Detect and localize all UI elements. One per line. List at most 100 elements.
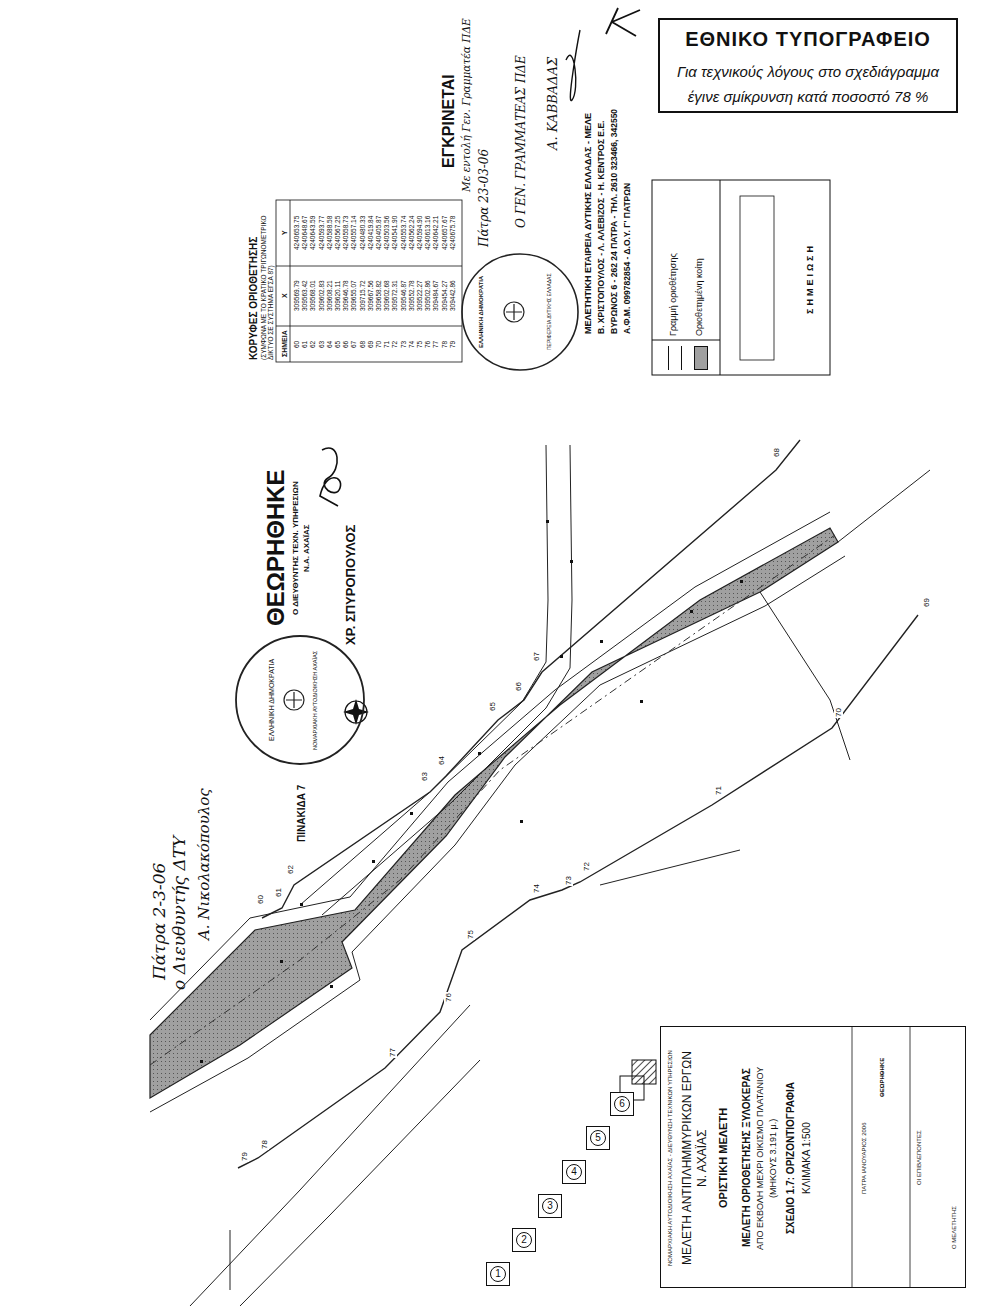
table-cell: 64 <box>326 340 333 347</box>
point-number: 71 <box>714 785 723 796</box>
review-stamp-text: ΝΟΜΑΡΧΙΑΚΗ ΑΥΤΟΔΙΟΙΚΗΣΗ ΑΧΑΪΑΣ <box>312 650 318 749</box>
table-cell: 4240675.78 <box>449 216 456 250</box>
title-block-text: ΜΕΛΕΤΗ ΟΡΙΟΘΕΤΗΣΗΣ ΞΥΛΟΚΕΡΑΣ <box>741 1069 753 1248</box>
point-number: 74 <box>532 883 541 894</box>
table-cell: 78 <box>441 340 448 347</box>
company-header: Β. ΧΡΙΣΤΟΠΟΥΛΟΣ - Λ. ΑΛΕΒΙΖΟΣ - Η. ΚΕΝΤΡ… <box>597 121 607 334</box>
review-stamp-text: ΧΡ. ΣΠΥΡΟΠΟΥΛΟΣ <box>344 525 359 645</box>
notice-text: έγινε σμίκρυνση κατά ποσοστό 78 % <box>672 88 944 105</box>
road-edge <box>322 445 572 915</box>
point-number: 63 <box>420 771 429 782</box>
table-cell: 61 <box>301 340 308 347</box>
point-number: 79 <box>240 1151 249 1162</box>
legend-swatch <box>694 346 708 370</box>
table-cell: 4240553.74 <box>400 216 407 250</box>
title-block-text: Ο ΜΕΛΕΤΗΤΗΣ <box>951 1205 958 1248</box>
table-cell: 309522.27 <box>416 281 423 312</box>
title-block-text: ΑΠΟ ΕΚΒΟΛΗ ΜΕΧΡΙ ΟΙΚΙΣΜΟ ΠΛΑΤΑΝΙΟΥ <box>755 1066 765 1249</box>
point-number: 72 <box>582 861 591 872</box>
point-number: 60 <box>256 894 265 905</box>
title-block-text: ΣΧΕΔΙΟ 1.7: ΟΡΙΖΟΝΤΙΟΓΡΑΦΙΑ <box>785 1082 797 1234</box>
table-cell: 65 <box>334 340 341 347</box>
table-cell: 309620.11 <box>334 281 341 311</box>
point-number: 76 <box>444 992 453 1003</box>
legend-text: Οριοθετημένη κοίτη <box>694 258 704 336</box>
table-cell: 68 <box>359 340 366 347</box>
approval-stamp-text: ΕΓΚΡΙΝΕΤΑΙ <box>440 74 458 168</box>
table-cell: 309667.56 <box>367 281 374 312</box>
key-plan-sheet: 2 <box>512 1228 536 1252</box>
table-cell: 63 <box>318 340 325 347</box>
handwritten-note: Πάτρα 2-3-06 <box>150 863 170 980</box>
review-stamp-text: ΘΕΩΡΗΘΗΚΕ <box>262 470 290 627</box>
table-cell: 4240558.73 <box>342 216 349 250</box>
table-cell: 62 <box>309 340 316 347</box>
legend-line-sample <box>668 346 682 370</box>
table-cell: 73 <box>400 340 407 347</box>
title-block-text: ΟΡΙΣΤΙΚΗ ΜΕΛΕΤΗ <box>717 1108 730 1208</box>
handwritten-note: Α. Νικολακόπουλος <box>196 788 213 940</box>
key-plan-sheet: 5 <box>586 1126 610 1150</box>
review-seal <box>236 636 364 764</box>
key-plan-sheet: 6 <box>610 1092 634 1116</box>
table-cell: 309602.83 <box>318 281 325 312</box>
table-cell: 67 <box>350 340 357 347</box>
table-cell: 309646.78 <box>342 281 349 312</box>
title-block-text: ΚΛΙΜΑΚΑ 1:500 <box>801 1122 813 1194</box>
review-stamp-text: ΠΙΝΑΚΙΔΑ 7 <box>296 785 308 842</box>
survey-line <box>240 1060 480 1306</box>
table-cell: 76 <box>424 340 431 347</box>
survey-line <box>838 470 930 542</box>
table-cell: 71 <box>383 340 390 347</box>
title-block-text: ΟΙ ΕΠΙΒΛΕΠΟΝΤΕΣ <box>916 1131 923 1186</box>
notice-text: Για τεχνικούς λόγους στο σχεδιάγραμμα <box>672 63 944 80</box>
sheet-number: 5 <box>590 1130 606 1146</box>
table-cell: 309608.21 <box>326 281 333 312</box>
company-header: ΒΥΡΩΝΟΣ 6 - 262 24 ΠΑΤΡΑ - ΤΗΛ. 2610 323… <box>610 109 620 334</box>
table-cell: 309568.01 <box>309 281 316 312</box>
bank-line <box>150 512 830 1020</box>
table-cell: 309546.87 <box>400 281 407 312</box>
table-cell: 309502.86 <box>424 281 431 312</box>
table-cell: 4240405.87 <box>375 216 382 250</box>
table-cell: 4240503.56 <box>383 216 390 250</box>
north-arrow <box>343 699 369 725</box>
table-cell: 72 <box>391 340 398 347</box>
table-cell: 4240594.90 <box>416 216 423 250</box>
table-cell: 309569.79 <box>293 281 300 312</box>
table-cell: 4240567.25 <box>334 216 341 250</box>
title-block-text: ΝΟΜΑΡΧΙΑΚΗ ΑΥΤΟΔΙΟΙΚΗΣΗ ΑΧΑΪΑΣ - ΔΙΕΥΘΥΝ… <box>667 1050 674 1266</box>
point-number: 73 <box>564 875 573 886</box>
sheet-number: 6 <box>614 1096 630 1112</box>
table-cell: 309572.31 <box>391 281 398 312</box>
company-header: ΜΕΛΕΤΗΤΙΚΗ ΕΤΑΙΡΕΙΑ ΔΥΤΙΚΗΣ ΕΛΛΑΔΑΣ - ΜΕ… <box>583 113 593 334</box>
table-cell: 309655.07 <box>350 281 357 312</box>
table-cell: 4240642.21 <box>432 216 439 250</box>
sheet-number: 4 <box>566 1164 582 1180</box>
sheet-number: 1 <box>490 1266 506 1282</box>
signature <box>606 8 640 36</box>
signature <box>320 448 341 506</box>
legend-text: Γραμμή οριοθέτησης <box>668 253 678 336</box>
point-number: 69 <box>922 597 931 608</box>
road-edge <box>300 445 548 905</box>
table-cell: 4240648.67 <box>301 216 308 250</box>
approval-stamp-text: Α. ΚΑΒΒΑΔΑΣ <box>546 57 561 150</box>
table-subtitle: (ΣΥΜΦΩΝΑ ΜΕ ΤΟ ΚΡΑΤΙΚΟ ΤΡΙΓΩΝΟΜΕΤΡΙΚΟ ΔΙ… <box>261 195 275 360</box>
table-cell: 4240557.14 <box>350 216 357 250</box>
table-cell: 69 <box>367 340 374 347</box>
table-cell: 74 <box>408 340 415 347</box>
table-cell: 4240480.33 <box>359 216 366 250</box>
table-cell: 309563.42 <box>301 281 308 312</box>
table-header-cell: X <box>281 294 289 299</box>
table-cell: 4240541.90 <box>391 216 398 250</box>
bank-line <box>150 556 845 1112</box>
key-plan-sheet: 4 <box>562 1160 586 1184</box>
review-stamp-text: Ν.Α. ΑΧΑΪΑΣ <box>302 524 311 572</box>
table-cell: 309552.78 <box>408 281 415 312</box>
title-block: ΝΟΜΑΡΧΙΑΚΗ ΑΥΤΟΔΙΟΙΚΗΣΗ ΑΧΑΪΑΣ - ΔΙΕΥΘΥΝ… <box>660 1026 966 1288</box>
table-cell: 4240643.59 <box>309 216 316 250</box>
table-cell: 309484.67 <box>432 281 439 312</box>
table-cell: 4240657.67 <box>441 216 448 250</box>
table-cell: 4240588.58 <box>326 216 333 250</box>
